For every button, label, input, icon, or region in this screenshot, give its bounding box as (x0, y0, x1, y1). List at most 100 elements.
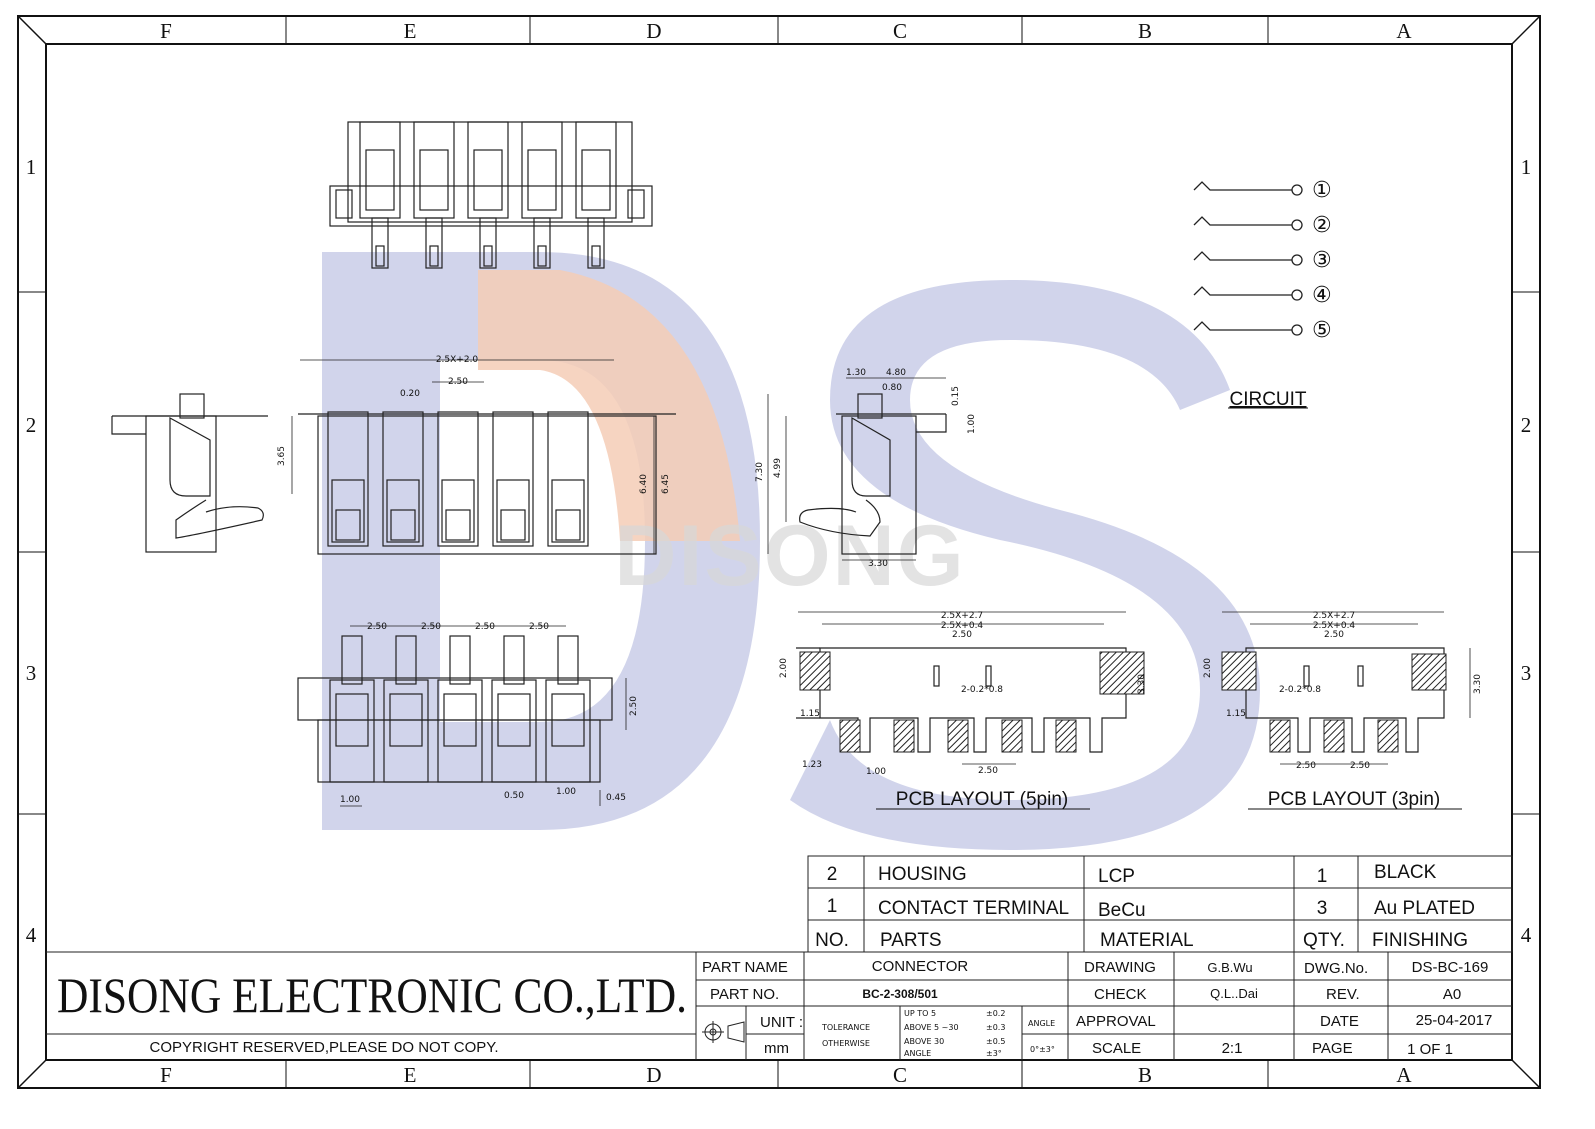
dim-front-gap: 0.20 (400, 389, 420, 399)
dim-bottom-p2: 2.50 (421, 622, 441, 632)
top-view-contact-tail (479, 217, 497, 269)
zone-bottom-f: F (160, 1063, 172, 1087)
bottom-view-slot (437, 679, 483, 783)
otherwise-label: OTHERWISE (822, 1039, 870, 1048)
pcb3-pad (1323, 719, 1345, 753)
front-view-contact-inner (390, 509, 416, 541)
tol-val-4: ±3° (986, 1049, 1002, 1058)
top-view-contact-body (581, 149, 611, 211)
dim-side-a: 1.30 (846, 368, 866, 378)
front-view-slot (547, 411, 589, 547)
dim-bottom-w3: 1.00 (556, 787, 576, 797)
dim-front-h1: 6.40 (639, 474, 649, 494)
dim-side-d: 0.15 (951, 386, 961, 406)
dim-bottom-p4: 2.50 (529, 622, 549, 632)
top-view-contact-tail (371, 217, 389, 269)
pcb5-pad (839, 719, 861, 753)
dim-side-e: 1.00 (967, 414, 977, 434)
circuit-terminal (1291, 324, 1303, 336)
scale-value: 2:1 (1222, 1040, 1243, 1057)
pcb5-dim-h: 2.00 (779, 658, 789, 678)
dim-side-f: 7.30 (755, 462, 765, 482)
check-value: Q.L..Dai (1210, 986, 1258, 1001)
dim-side-c: 0.80 (882, 383, 902, 393)
pcb5-pad-left (799, 651, 831, 691)
title-block: DISONG ELECTRONIC CO.,LTD. COPYRIGHT RES… (46, 951, 1512, 1060)
pcb5-dim-inner: 2.5X+0.4 (941, 621, 984, 631)
front-view-contact (331, 479, 365, 543)
bom-header-finishing: FINISHING (1372, 930, 1468, 951)
bottom-view-contact (551, 693, 585, 747)
dim-front-h2: 6.45 (661, 474, 671, 494)
part-no-label: PART NO. (710, 986, 779, 1003)
zone-bottom-e: E (404, 1063, 417, 1087)
top-view-contact-tip (591, 245, 601, 267)
front-view-contact (496, 479, 530, 543)
dim-bottom-w2: 0.50 (504, 791, 524, 801)
front-view-slot (437, 411, 479, 547)
pcb3-dim-p2: 2.50 (1350, 761, 1370, 771)
bom-row2-no: 1 (827, 896, 838, 917)
front-view-slot (492, 411, 534, 547)
bom-header-qty: QTY. (1303, 930, 1345, 951)
pcb5-pad (947, 719, 969, 753)
circuit-switch-line (1193, 286, 1292, 296)
dim-side-g: 4.99 (773, 458, 783, 478)
rev-label: REV. (1326, 986, 1360, 1003)
bottom-view-slot (383, 679, 429, 783)
zone-bottom-d: D (646, 1063, 661, 1087)
bom-header-material: MATERIAL (1100, 930, 1194, 951)
pcb5-dim-off: 1.15 (800, 709, 820, 719)
zone-top-e: E (404, 19, 417, 43)
dim-side-h: 3.30 (868, 559, 888, 569)
top-view-latch-right (627, 189, 645, 219)
bottom-view (297, 635, 613, 783)
pcb5-dim-side: 3.30 (1137, 674, 1147, 694)
top-view-contact-tail (587, 217, 605, 269)
pcb3-title: PCB LAYOUT (3pin) (1268, 789, 1440, 810)
pcb5-title: PCB LAYOUT (5pin) (896, 789, 1068, 810)
pcb3-dim-overall: 2.5X+2.7 (1313, 611, 1355, 621)
top-view-contact-body (473, 149, 503, 211)
top-view-contact-tail (533, 217, 551, 269)
pcb5-dim-pitch2: 2.50 (978, 766, 998, 776)
circuit-label: CIRCUIT (1229, 389, 1306, 410)
pcb3-dim-off: 1.15 (1226, 709, 1246, 719)
pcb3-dim-inner: 2.5X+0.4 (1313, 621, 1356, 631)
circuit-switch-line (1193, 181, 1292, 191)
top-view-contact-tip (483, 245, 493, 267)
pcb5-dim-pad: 1.23 (802, 760, 822, 770)
part-name-label: PART NAME (702, 959, 788, 976)
dim-front-pitch: 2.50 (448, 377, 468, 387)
circuit-terminal (1291, 254, 1303, 266)
zone-right-4: 4 (1521, 923, 1532, 947)
front-view-contact-inner (445, 509, 471, 541)
border-frame (17, 15, 1541, 1089)
approval-label: APPROVAL (1076, 1013, 1156, 1030)
unit-label: UNIT : (760, 1014, 803, 1031)
top-view-contact-tip (429, 245, 439, 267)
zone-top-f: F (160, 19, 172, 43)
bom-row1-finishing: BLACK (1374, 862, 1437, 883)
part-no-value: BC-2-308/501 (862, 987, 938, 1001)
angle-label: ANGLE (1028, 1019, 1055, 1028)
pcb3-dim-side: 3.30 (1473, 674, 1483, 694)
bottom-view-contact (497, 693, 531, 747)
front-view-contact (386, 479, 420, 543)
pcb5-pad-right (1099, 651, 1145, 695)
circuit-pin-5: ⑤ (1312, 318, 1332, 343)
front-view-contact (441, 479, 475, 543)
zone-top-a: A (1396, 19, 1412, 43)
pcb5-dim-hole: 2-0.2*0.8 (961, 685, 1003, 695)
zone-bottom-b: B (1138, 1063, 1152, 1087)
dim-side-b: 4.80 (886, 368, 906, 378)
bottom-view-contact (389, 693, 423, 747)
pcb3-dim-h: 2.00 (1203, 658, 1213, 678)
tol-range-3: ABOVE 30 (904, 1037, 944, 1046)
front-view-slot (327, 411, 369, 547)
circuit-diagram: ① ② ③ ④ ⑤ CIRCUIT (1193, 178, 1332, 410)
right-side-view (799, 393, 947, 555)
top-view-contact-body (527, 149, 557, 211)
right-side-view-dims: 1.30 4.80 0.80 0.15 1.00 7.30 4.99 3.30 (755, 368, 977, 569)
pcb-layout-3pin: 2.5X+2.7 2.5X+0.4 2.50 2-0.2*0.8 2.00 3.… (1203, 611, 1483, 810)
